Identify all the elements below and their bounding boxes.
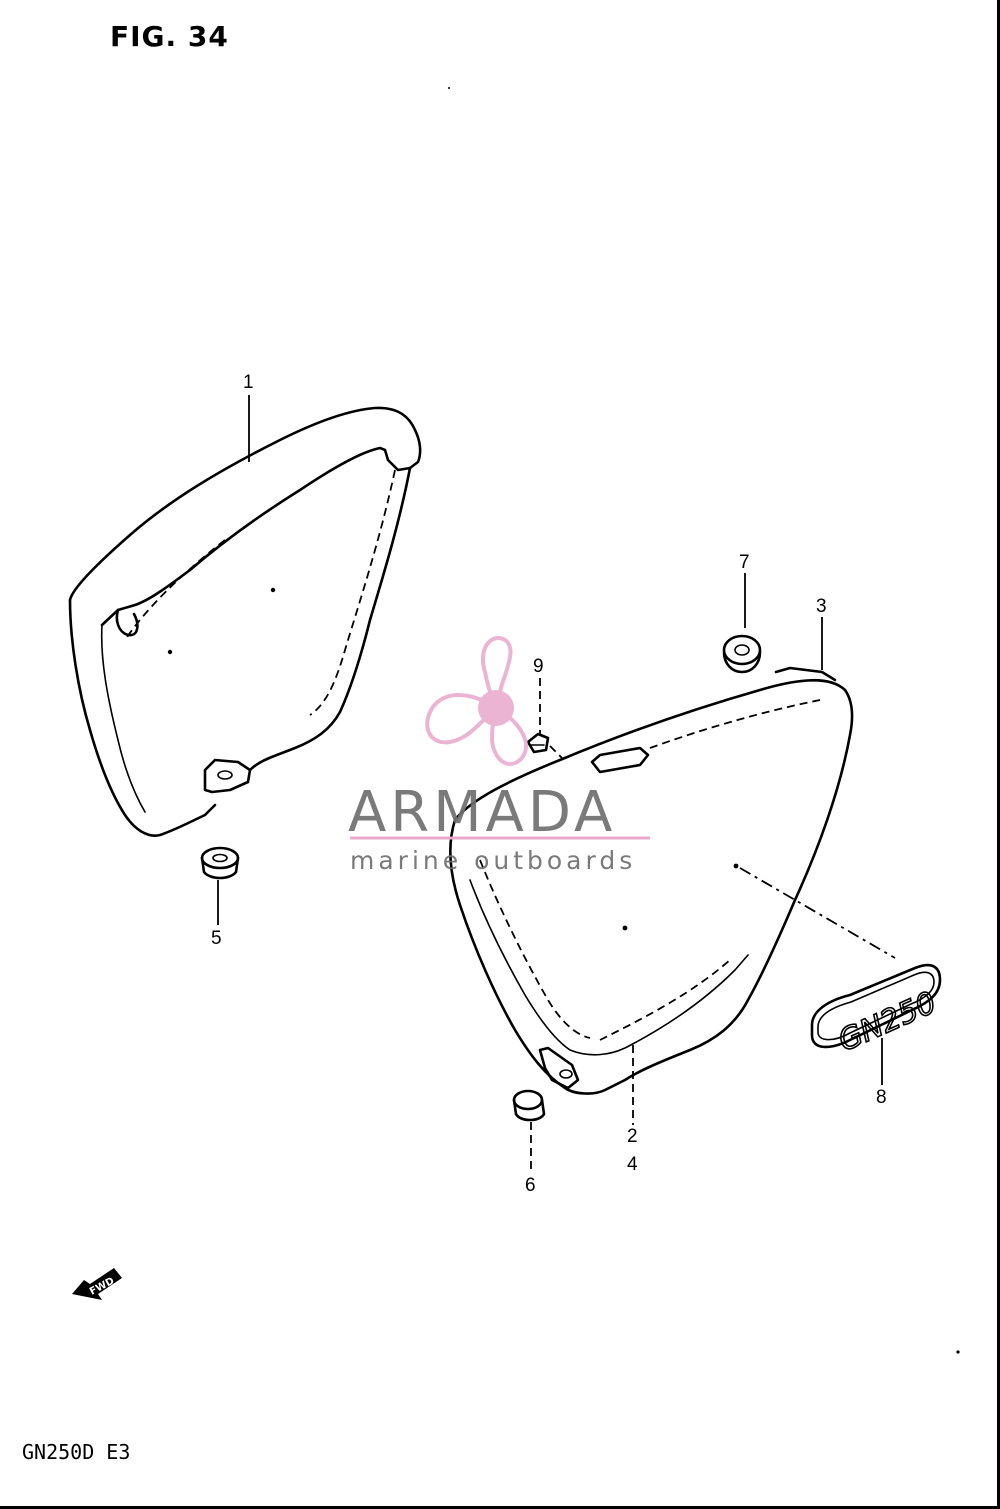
callout-5: 5 <box>211 928 222 949</box>
callout-9: 9 <box>533 656 544 677</box>
speck <box>448 87 450 89</box>
callout-1: 1 <box>243 372 254 393</box>
watermark-brand: ARMADA <box>348 780 617 845</box>
speck <box>956 1350 960 1354</box>
model-code: GN250D E3 <box>22 1440 131 1464</box>
callout-7: 7 <box>739 552 750 573</box>
gn250-emblem-part-8: GN250 <box>810 963 942 1060</box>
armada-propeller-logo-icon <box>425 636 528 766</box>
grommet-part-6 <box>512 1089 546 1122</box>
callout-8: 8 <box>876 1087 887 1108</box>
callout-4: 4 <box>627 1154 638 1175</box>
forward-direction-arrow-icon: FWD <box>72 1268 122 1300</box>
callout-2: 2 <box>627 1126 638 1147</box>
watermark-tagline: marine outboards <box>350 846 637 875</box>
clip-part-9 <box>526 732 550 754</box>
callout-6: 6 <box>525 1175 536 1196</box>
callout-3: 3 <box>816 596 827 617</box>
left-frame-cover-part-1 <box>68 406 422 837</box>
leader-lines <box>217 395 896 1172</box>
grommet-part-5 <box>200 846 240 880</box>
grommet-part-7 <box>722 634 762 674</box>
right-frame-cover-part-2-3-4 <box>449 666 854 1095</box>
figure-title: FIG. 34 <box>110 20 229 53</box>
